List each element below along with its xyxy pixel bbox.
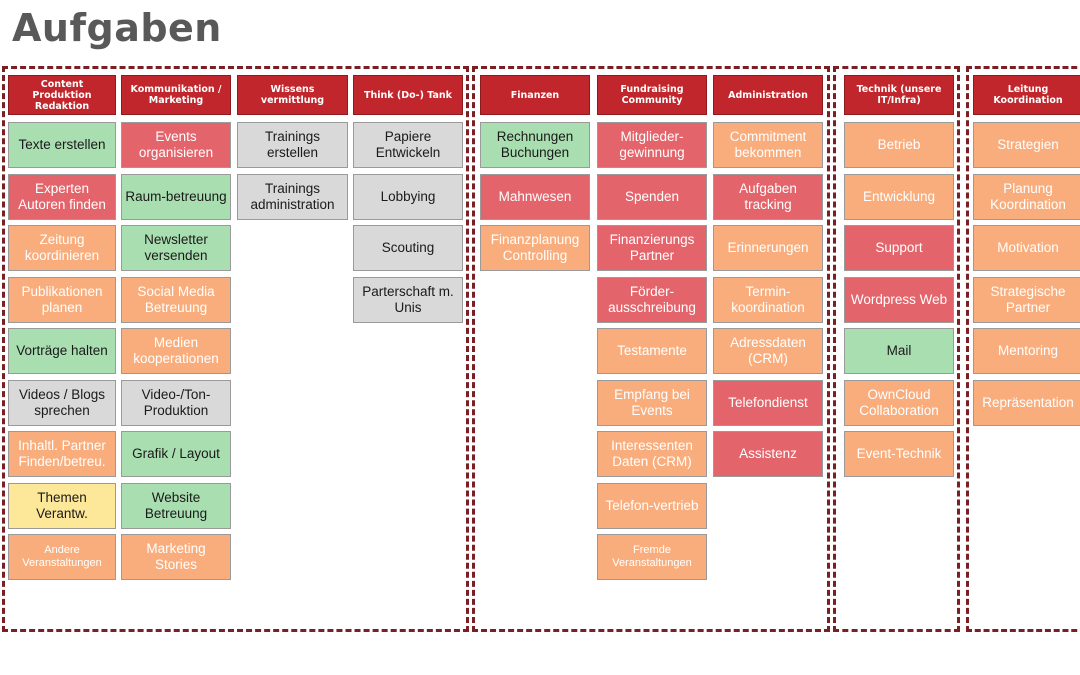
task-card: Testamente: [597, 328, 707, 374]
task-card: Förder-ausschreibung: [597, 277, 707, 323]
group-frame-content: [2, 66, 469, 632]
task-card: Adressdaten (CRM): [713, 328, 823, 374]
task-card: Raum-betreuung: [121, 174, 231, 220]
task-card: Andere Veranstaltungen: [8, 534, 116, 580]
task-card: Mitglieder-gewinnung: [597, 122, 707, 168]
task-card: Zeitung koordinieren: [8, 225, 116, 271]
task-card: Trainings erstellen: [237, 122, 348, 168]
task-card: Event-Technik: [844, 431, 954, 477]
task-card: Events organisieren: [121, 122, 231, 168]
task-card: Vorträge halten: [8, 328, 116, 374]
task-card: OwnCloud Collaboration: [844, 380, 954, 426]
task-card: Social Media Betreuung: [121, 277, 231, 323]
column-header: Leitung Koordination: [973, 75, 1080, 115]
task-card: Assistenz: [713, 431, 823, 477]
task-card: Interessenten Daten (CRM): [597, 431, 707, 477]
task-card: Parterschaft m. Unis: [353, 277, 463, 323]
task-card: Trainings administration: [237, 174, 348, 220]
column-header: Content Produktion Redaktion: [8, 75, 116, 115]
task-card: Experten Autoren finden: [8, 174, 116, 220]
task-card: Finanzierungs Partner: [597, 225, 707, 271]
column-header: Finanzen: [480, 75, 590, 115]
task-card: Medien kooperationen: [121, 328, 231, 374]
column-header: Kommunikation / Marketing: [121, 75, 231, 115]
task-card: Termin-koordination: [713, 277, 823, 323]
task-card: Mentoring: [973, 328, 1080, 374]
task-card: Repräsentation: [973, 380, 1080, 426]
task-card: Empfang bei Events: [597, 380, 707, 426]
task-card: Videos / Blogs sprechen: [8, 380, 116, 426]
group-frame-finance: [472, 66, 830, 632]
task-card: Lobbying: [353, 174, 463, 220]
task-card: Erinnerungen: [713, 225, 823, 271]
task-card: Betrieb: [844, 122, 954, 168]
task-card: Strategien: [973, 122, 1080, 168]
task-card: Publikationen planen: [8, 277, 116, 323]
column-header: Think (Do-) Tank: [353, 75, 463, 115]
task-card: Marketing Stories: [121, 534, 231, 580]
column-header: Wissens vermittlung: [237, 75, 348, 115]
column-header: Fundraising Community: [597, 75, 707, 115]
task-card: Scouting: [353, 225, 463, 271]
task-card: Entwicklung: [844, 174, 954, 220]
task-card: Wordpress Web: [844, 277, 954, 323]
task-card: Papiere Entwickeln: [353, 122, 463, 168]
task-card: Mail: [844, 328, 954, 374]
task-card: Aufgaben tracking: [713, 174, 823, 220]
task-card: Rechnungen Buchungen: [480, 122, 590, 168]
task-card: Motivation: [973, 225, 1080, 271]
task-card: Themen Verantw.: [8, 483, 116, 529]
task-card: Newsletter versenden: [121, 225, 231, 271]
task-card: Telefondienst: [713, 380, 823, 426]
group-frame-leitung: [966, 66, 1080, 632]
page-title: Aufgaben: [12, 6, 222, 50]
task-card: Website Betreuung: [121, 483, 231, 529]
column-header: Administration: [713, 75, 823, 115]
column-header: Technik (unsere IT/Infra): [844, 75, 954, 115]
task-card: Planung Koordination: [973, 174, 1080, 220]
task-card: Commitment bekommen: [713, 122, 823, 168]
task-card: Telefon-vertrieb: [597, 483, 707, 529]
task-card: Finanzplanung Controlling: [480, 225, 590, 271]
task-card: Spenden: [597, 174, 707, 220]
task-card: Support: [844, 225, 954, 271]
task-card: Grafik / Layout: [121, 431, 231, 477]
task-card: Inhaltl. Partner Finden/betreu.: [8, 431, 116, 477]
task-card: Fremde Veranstaltungen: [597, 534, 707, 580]
task-card: Texte erstellen: [8, 122, 116, 168]
group-frame-technik: [833, 66, 960, 632]
task-card: Mahnwesen: [480, 174, 590, 220]
task-card: Strategische Partner: [973, 277, 1080, 323]
task-card: Video-/Ton-Produktion: [121, 380, 231, 426]
